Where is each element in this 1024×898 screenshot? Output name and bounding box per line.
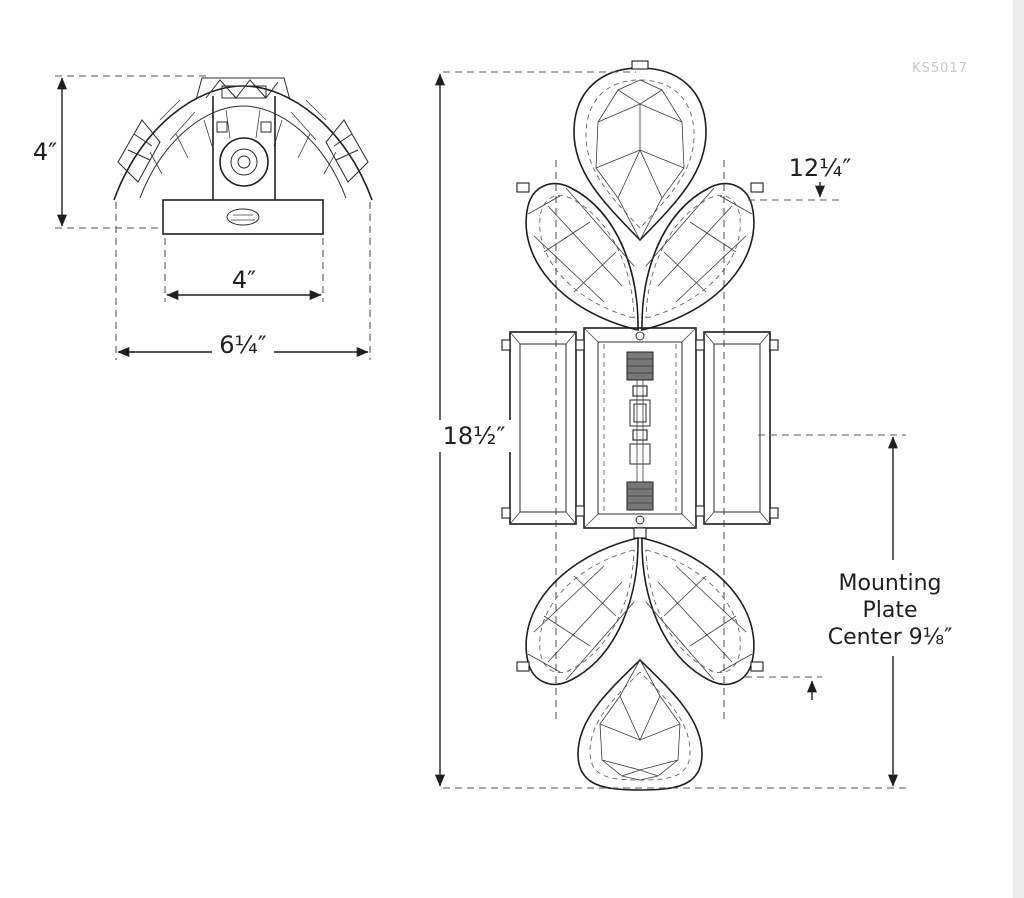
connector-clip [695,339,705,351]
apex-crystals [195,77,291,101]
projection-lines [555,160,725,722]
bracket-top-bar [221,85,267,99]
dimension-plate-width: 4″ [164,238,324,302]
right-baguette-crystal [703,331,771,525]
right-wing-crystal [325,119,369,183]
canopy-inner-arc [139,105,347,199]
connector-clip [695,505,705,517]
product-code: KS5017 [912,61,968,76]
mounting-label-line1: Mounting [839,571,942,596]
side-clip [501,507,511,519]
upper-left-petal-crystal [525,182,639,332]
overall-height-label: 18½″ [443,422,506,450]
left-baguette-crystal [509,331,577,525]
bracket-screw-left [216,121,228,133]
socket-center [237,155,251,169]
bracket-rails [212,96,276,200]
mounting-label-line3: Center 9⅛″ [828,625,953,650]
dimension-canopy-height: 4″ [33,75,208,229]
canopy-height-label: 4″ [33,138,57,166]
backplate-stamp [226,208,260,226]
scan-edge-artifact [1013,0,1024,898]
top-clip [631,60,649,70]
lower-right-clip [750,661,764,672]
front-view-diagram [501,60,779,791]
bracket-screw-right [260,121,272,133]
side-clip [501,339,511,351]
dimension-top-offset: 12¼″ [745,154,851,700]
socket-outer-ring [219,137,269,187]
side-clip [769,339,779,351]
top-view-diagram [113,77,373,235]
bottom-pear-crystal [577,658,703,791]
overall-width-label: 6¼″ [219,331,267,359]
dimension-mounting-plate-center: Mounting Plate Center 9⅛″ [758,434,953,787]
center-stem-hardware [626,331,654,525]
mounting-label-line2: Plate [862,598,917,623]
lower-left-clip [516,661,530,672]
canopy-outer-arc [113,85,373,201]
lower-right-petal-crystal [641,536,755,686]
side-clip [769,507,779,519]
upper-left-clip [516,182,530,193]
plate-width-label: 4″ [232,266,256,294]
left-wing-crystal [117,119,161,183]
socket-mid-ring [230,148,258,176]
connector-clip [575,339,585,351]
backplate-stamp-detail [231,214,255,221]
top-offset-label: 12¼″ [789,154,852,182]
dimension-overall-width: 6¼″ [115,202,371,360]
top-pear-crystal [573,67,707,242]
dimension-overall-height: 18½″ [434,71,906,789]
upper-right-clip [750,182,764,193]
connector-clip [575,505,585,517]
backplate [162,199,324,235]
upper-right-petal-crystal [641,182,755,332]
canopy-facets [149,99,337,175]
lower-left-petal-crystal [525,536,639,686]
bottom-link [633,527,647,539]
